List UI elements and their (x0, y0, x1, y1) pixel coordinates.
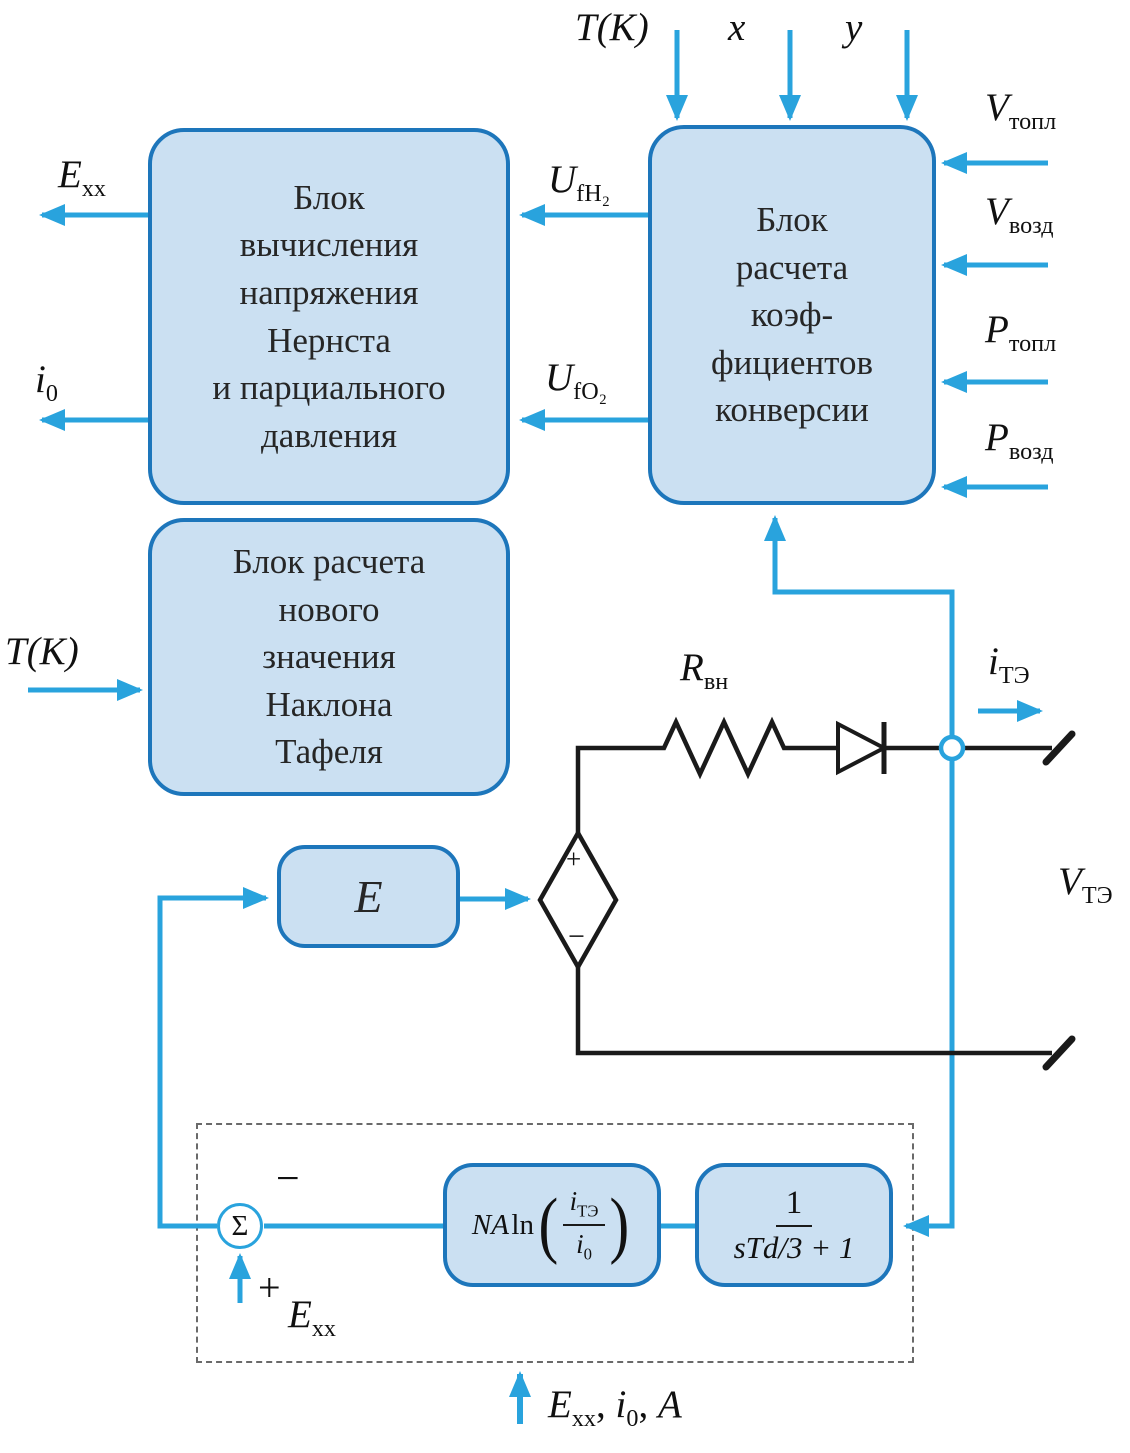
label-x-input: x (728, 6, 746, 49)
right-paren: ) (609, 1183, 630, 1266)
block-e-source: E (277, 845, 460, 948)
diode-triangle (836, 720, 889, 776)
label-e-xx-output: Exx (58, 153, 106, 202)
block-tafel-slope: Блок расчета нового значения Наклона Таф… (148, 518, 510, 796)
summator-minus-sign: − (276, 1156, 300, 1202)
wire-summator-to-e-block (157, 887, 269, 1229)
transfer-function-fraction: 1 sTd/3 + 1 (733, 1184, 855, 1265)
label-tk-input: T(K) (575, 6, 649, 49)
wire-source-bottom (575, 967, 1052, 1056)
block-transfer-function: 1 sTd/3 + 1 (695, 1163, 893, 1287)
label-p-air: Pвозд (985, 416, 1054, 465)
terminal-slash-top (1042, 730, 1076, 766)
sigma-symbol: Σ (231, 1209, 249, 1242)
block-e-label: E (354, 871, 383, 922)
controlled-source-diamond (537, 828, 619, 972)
summation-node: Σ (217, 1203, 263, 1249)
label-v-te: VТЭ (1058, 860, 1113, 909)
label-exx-i0-a-parameters: Eхх, i0, A (548, 1383, 682, 1432)
wire-node-to-conversion (764, 515, 955, 736)
summator-plus-sign: + (258, 1265, 281, 1310)
na-fraction: iТЭ i0 (562, 1186, 606, 1265)
label-v-fuel: Vтопл (985, 86, 1057, 135)
circuit-node (938, 734, 966, 762)
source-plus-sign: + (566, 844, 582, 874)
label-r-internal: Rвн (680, 646, 729, 695)
label-p-fuel: Pтопл (985, 308, 1057, 357)
wire-node-to-transfer-block (903, 760, 955, 1237)
block-nernst-label: Блок вычисления напряжения Нернста и пар… (212, 177, 446, 455)
resistor-r-vn (648, 716, 800, 780)
block-conversion-coefficients: Блок расчета коэф- фициентов конверсии (648, 125, 936, 505)
wire-source-top (575, 745, 648, 833)
block-nernst-voltage: Блок вычисления напряжения Нернста и пар… (148, 128, 510, 505)
source-minus-sign: − (568, 920, 585, 953)
label-tk-tafel-input: T(K) (5, 630, 79, 673)
feedback-subsystem-boundary (196, 1123, 914, 1363)
label-i0-output: i0 (35, 358, 58, 407)
label-v-air: Vвозд (985, 190, 1054, 239)
label-e-xx-feedback: Eхх (288, 1293, 336, 1342)
terminal-slash-bottom (1042, 1035, 1076, 1071)
block-tafel-label: Блок расчета нового значения Наклона Таф… (232, 542, 426, 772)
label-i-te: iТЭ (988, 640, 1030, 689)
label-u-fh2: UfH₂ (548, 158, 611, 207)
left-paren: ( (538, 1183, 559, 1266)
block-conversion-label: Блок расчета коэф- фициентов конверсии (711, 200, 873, 430)
na-prefix: NA ln (471, 1208, 534, 1241)
label-u-fo2: UfO₂ (545, 356, 608, 405)
block-na-ln-formula: NA ln ( iТЭ i0 ) (443, 1163, 661, 1287)
label-y-input: y (845, 6, 863, 49)
